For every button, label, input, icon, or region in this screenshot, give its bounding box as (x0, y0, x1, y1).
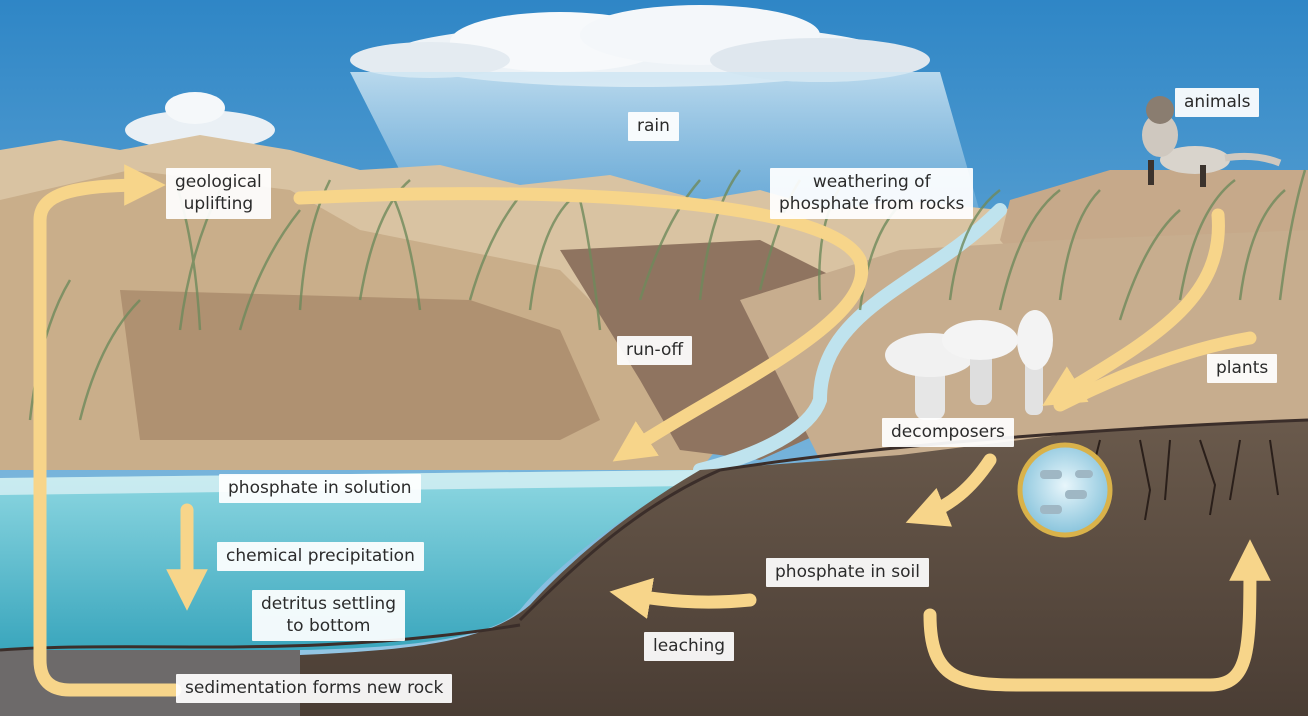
label-geological-uplifting: geological uplifting (166, 168, 271, 219)
label-animals: animals (1175, 88, 1259, 117)
label-detritus-settling-line2: to bottom (261, 615, 396, 637)
label-run-off: run-off (617, 336, 692, 365)
arrow-soil-to-leaching (630, 595, 750, 602)
label-chemical-precipitation: chemical precipitation (217, 542, 424, 571)
label-rain: rain (628, 112, 679, 141)
microbe-magnifier (1020, 445, 1110, 535)
label-phosphate-in-soil: phosphate in soil (766, 558, 929, 587)
label-sedimentation: sedimentation forms new rock (176, 674, 452, 703)
label-detritus-settling-line1: detritus settling (261, 593, 396, 615)
label-leaching: leaching (644, 632, 734, 661)
label-detritus-settling: detritus settling to bottom (252, 590, 405, 641)
label-geological-uplifting-line1: geological (175, 171, 262, 193)
label-weathering-line1: weathering of (779, 171, 964, 193)
label-weathering-line2: phosphate from rocks (779, 193, 964, 215)
label-decomposers: decomposers (882, 418, 1014, 447)
label-phosphate-in-solution: phosphate in solution (219, 474, 421, 503)
label-weathering: weathering of phosphate from rocks (770, 168, 973, 219)
label-plants: plants (1207, 354, 1277, 383)
label-geological-uplifting-line2: uplifting (175, 193, 262, 215)
